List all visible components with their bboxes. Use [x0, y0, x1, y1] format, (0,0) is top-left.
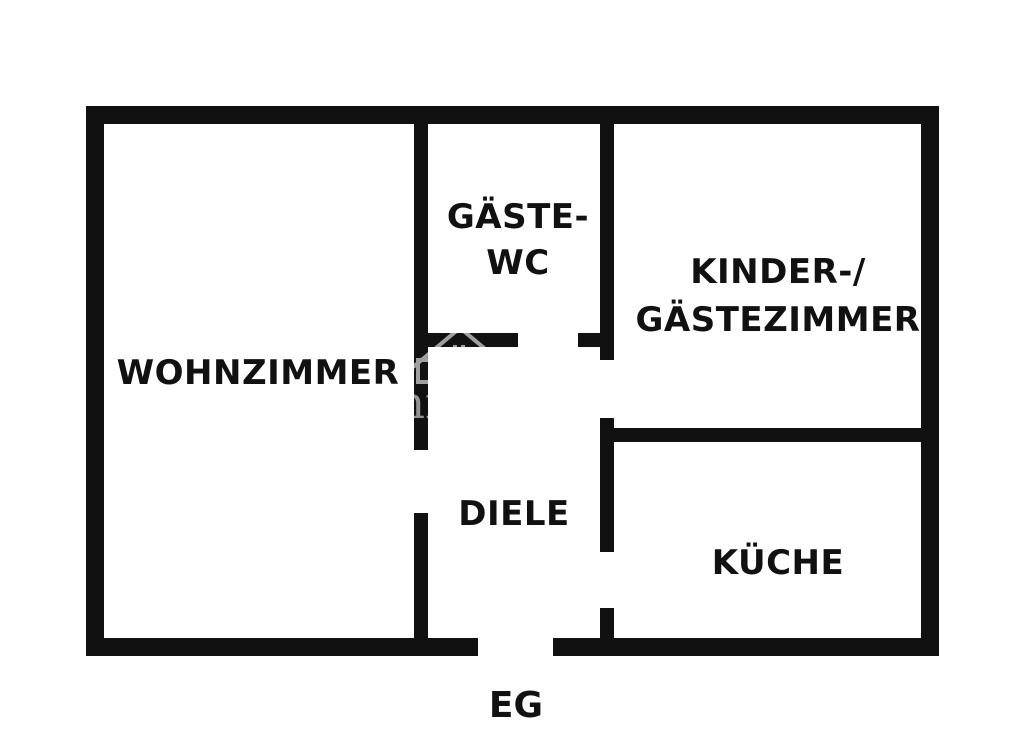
floor-label: EG	[489, 685, 543, 726]
room-label-gaeste-wc-line2: WC	[486, 243, 549, 283]
outer-wall-right	[921, 106, 939, 656]
house-icon	[398, 325, 522, 384]
outer-wall-bottom-left	[86, 638, 478, 656]
inner-wall-center-middle	[600, 418, 614, 552]
room-label-wohnzimmer: WOHNZIMMER	[117, 353, 400, 393]
room-label-diele: DIELE	[458, 494, 570, 534]
watermark: ohne-makler	[370, 324, 651, 429]
room-label-gaeste-wc-line1: GÄSTE-	[447, 196, 589, 237]
tree-icon	[522, 324, 574, 392]
outer-wall-top	[86, 106, 939, 124]
outer-wall-left	[86, 106, 104, 656]
walls	[86, 106, 939, 656]
inner-wall-kueche-top	[614, 428, 921, 442]
room-label-kinderzimmer-line1: KINDER-/	[690, 252, 866, 292]
inner-wall-center-lower	[600, 608, 614, 640]
inner-wall-center-upper	[600, 124, 614, 360]
outer-wall-bottom-right	[553, 638, 939, 656]
room-label-kueche: KÜCHE	[712, 542, 845, 583]
watermark-text: ohne-makler	[370, 378, 651, 429]
inner-wall-wohnzimmer-lower	[414, 513, 428, 640]
room-label-kinderzimmer-line2: GÄSTEZIMMER	[635, 299, 920, 340]
